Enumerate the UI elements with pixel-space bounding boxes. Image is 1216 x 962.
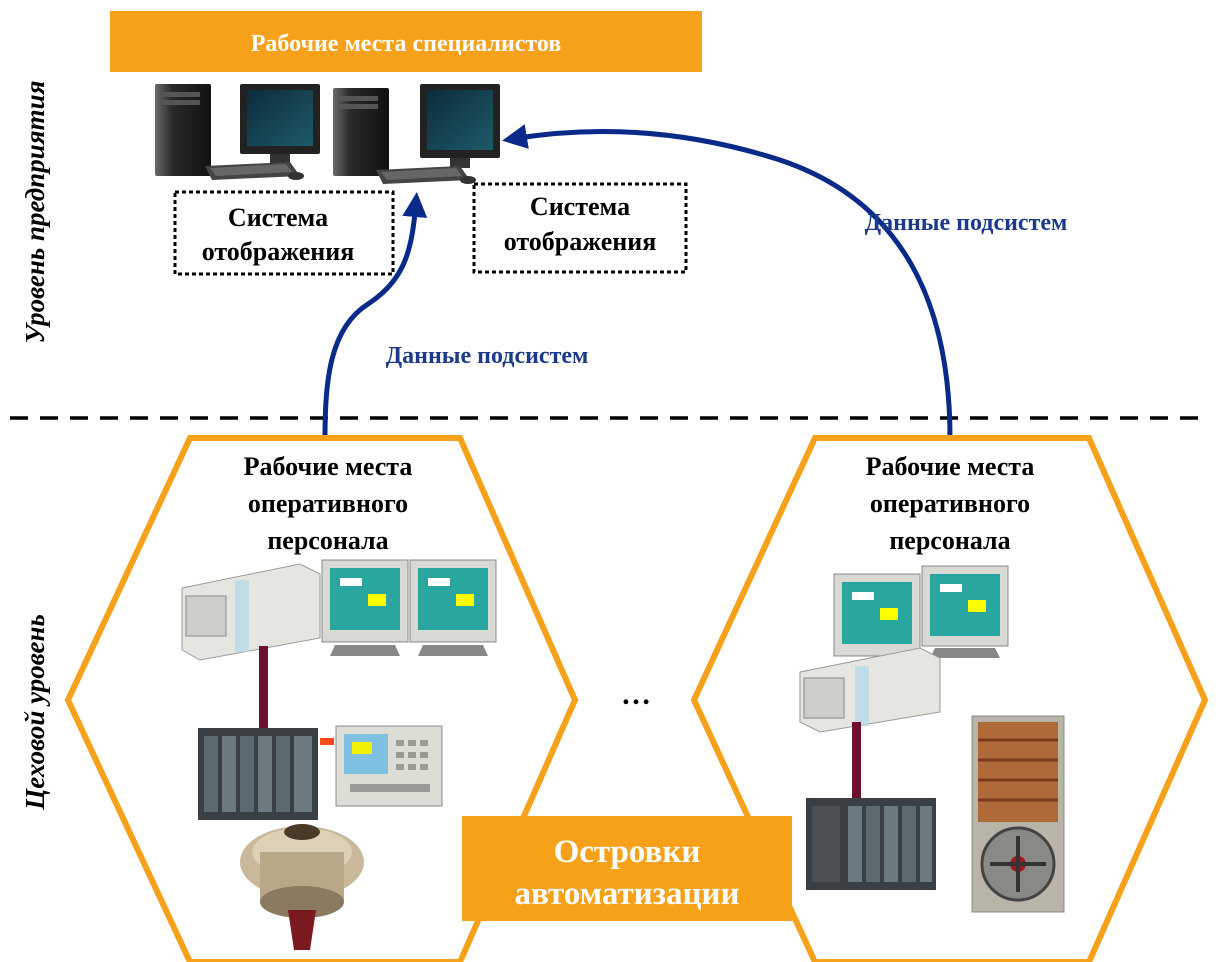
arrow-label-right: Данные подсистем <box>865 210 1068 236</box>
plc-rack-left <box>198 728 318 820</box>
island-right-line3: персонала <box>889 526 1010 555</box>
monitor-icon <box>240 84 320 164</box>
display-system-box-2 <box>472 182 688 274</box>
island-left-line2: оперативного <box>248 489 408 518</box>
pc-tower-icon <box>333 88 389 176</box>
island-right-line1: Рабочие места <box>866 452 1035 481</box>
workstation-1 <box>155 84 320 180</box>
industrial-pc-left <box>181 563 321 661</box>
workstation-2 <box>333 84 500 184</box>
keyboard-icon <box>205 162 300 180</box>
display-system-box-1-line2: отображения <box>202 237 355 266</box>
plc-rack-right <box>806 798 936 890</box>
arrow-label-left: Данные подсистем <box>386 343 589 369</box>
pc-tower-icon <box>155 84 211 176</box>
scada-screen-icon <box>930 574 1000 636</box>
mouse-icon <box>288 172 304 180</box>
scada-screen-icon <box>418 568 488 630</box>
data-arrow-left <box>322 192 428 439</box>
operator-panel-left <box>335 725 443 807</box>
data-arrow-right <box>502 124 953 439</box>
network-cable-left <box>259 646 268 728</box>
display-system-box-2-line2: отображения <box>504 227 657 256</box>
display-system-box-1 <box>173 190 395 276</box>
operator-monitor-right-2 <box>921 565 1009 658</box>
scada-screen-icon <box>842 582 912 644</box>
server-icon <box>185 595 227 637</box>
generator-icon <box>240 824 364 950</box>
server-icon <box>803 677 845 719</box>
ventilation-unit-icon <box>971 715 1065 913</box>
enterprise-level-label: Уровень предприятия <box>20 80 50 343</box>
industrial-pc-right <box>799 647 941 733</box>
island-left-line1: Рабочие места <box>244 452 413 481</box>
link-bar-icon <box>320 738 334 745</box>
operator-monitor-left-2 <box>409 559 497 656</box>
island-left-line3: персонала <box>267 526 388 555</box>
specialists-banner-text: Рабочие места специалистов <box>251 31 562 57</box>
shop-level-label: Цеховой уровень <box>20 614 50 811</box>
display-system-box-2-line1: Система <box>530 192 630 221</box>
monitor-icon <box>420 84 500 168</box>
automation-islands-line2: автоматизации <box>514 876 739 912</box>
automation-island-left <box>64 435 579 962</box>
display-system-box-1-line1: Система <box>228 203 328 232</box>
keyboard-icon <box>376 166 470 184</box>
mouse-icon <box>460 176 476 184</box>
scada-screen-icon <box>330 568 400 630</box>
automation-island-right <box>690 435 1209 962</box>
operator-monitor-left-1 <box>321 559 409 656</box>
more-islands-ellipsis: … <box>621 678 651 711</box>
automation-islands-banner <box>462 816 792 921</box>
specialists-banner <box>110 11 702 72</box>
operator-monitor-right-1 <box>833 573 921 657</box>
island-right-line2: оперативного <box>870 489 1030 518</box>
automation-islands-line1: Островки <box>554 834 701 870</box>
network-cable-right <box>852 722 861 800</box>
